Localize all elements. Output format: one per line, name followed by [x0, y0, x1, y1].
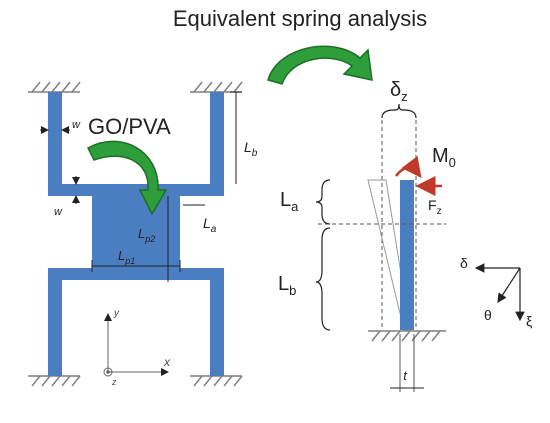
axis-z-label: z	[111, 377, 117, 387]
la-label-left: La	[203, 215, 217, 235]
m0-label: M0	[432, 145, 456, 170]
bottom-ground-left	[28, 375, 81, 387]
axes-right	[474, 263, 525, 322]
w-top-label: w	[72, 119, 81, 131]
axis-y-label: y	[113, 308, 120, 319]
w-side-label: w	[54, 206, 63, 218]
fz-label: Fz	[428, 197, 442, 217]
la-label-right: La	[280, 189, 299, 214]
bottom-ground-right-figure	[371, 330, 441, 342]
axes-left	[103, 313, 169, 377]
material-label: GO/PVA	[88, 114, 171, 139]
top-ground-right	[190, 81, 243, 93]
t-label: t	[403, 368, 408, 383]
right-structure: δz M0 Fz La Lb	[278, 79, 532, 392]
axis-delta-label: δ	[460, 255, 468, 271]
lb-brace	[315, 227, 331, 331]
axis-xi-label: ξ	[526, 313, 532, 329]
lp2-label: Lp2	[138, 226, 155, 244]
lb-label-left: Lb	[244, 139, 258, 159]
delta-z-label: δz	[390, 79, 408, 104]
title: Equivalent spring analysis	[173, 6, 427, 31]
bottom-ground-right	[190, 375, 243, 387]
curved-arrow-top	[267, 45, 373, 85]
left-structure: w w Lb La Lp2 Lp1 GO/PVA y	[28, 81, 258, 387]
curved-arrow-left	[87, 140, 168, 216]
axis-theta-label: θ	[484, 307, 492, 323]
top-ground-left	[28, 81, 81, 93]
delta-z-brace	[381, 103, 417, 119]
lb-label-right: Lb	[278, 273, 296, 298]
lp1-label: Lp1	[118, 248, 135, 266]
la-brace	[315, 179, 331, 225]
upright-beam	[400, 180, 414, 330]
axis-x-label: x	[163, 355, 171, 369]
moment-arrow	[395, 156, 422, 178]
